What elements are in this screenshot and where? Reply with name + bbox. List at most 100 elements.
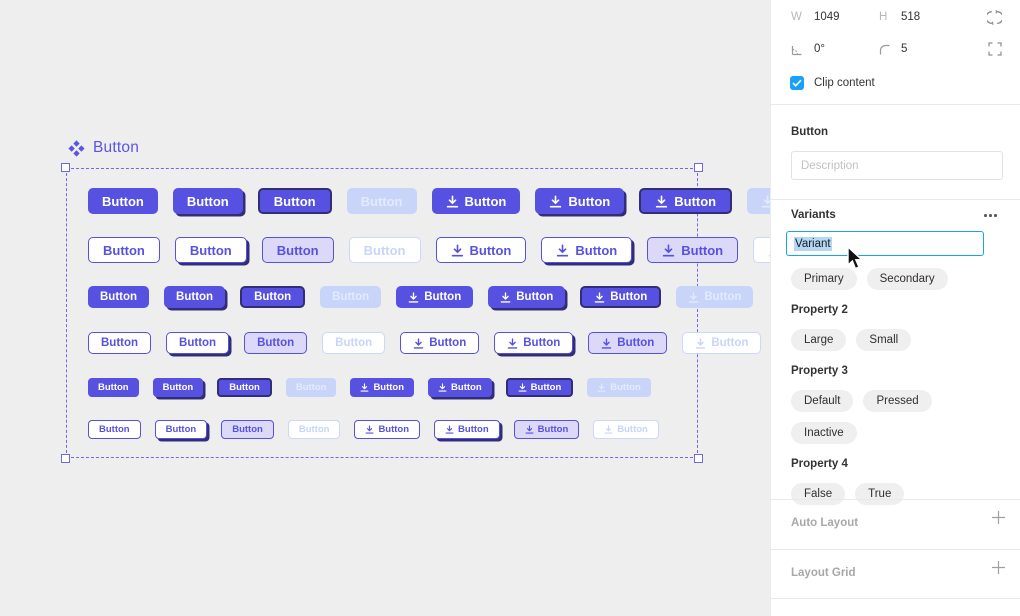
button-label: Button <box>229 382 260 393</box>
button-secondary-small-pressed2-with-icon[interactable]: Button <box>588 332 668 354</box>
constrain-proportions-icon[interactable] <box>985 9 1004 29</box>
button-primary-large-pressed[interactable]: Button <box>172 188 243 214</box>
button-secondary-small-default-with-icon[interactable]: Button <box>400 332 480 354</box>
independent-corners-icon[interactable] <box>988 42 1002 59</box>
variant-chip-default[interactable]: Default <box>791 390 854 412</box>
button-row-secondary-small: Button Button Button Button Button Button B… <box>88 332 762 354</box>
add-auto-layout-icon[interactable] <box>992 510 1005 527</box>
button-secondary-xsmall-pressed2-with-icon[interactable]: Button <box>513 420 580 439</box>
button-primary-small-pressed2-with-icon[interactable]: Button <box>580 286 662 308</box>
variant-chip-secondary[interactable]: Secondary <box>866 268 948 290</box>
component-set-title[interactable]: Button <box>68 139 139 157</box>
width-value[interactable]: 1049 <box>814 11 840 23</box>
button-secondary-xsmall-default[interactable]: Button <box>88 420 141 439</box>
download-icon <box>663 243 675 257</box>
rotation-icon <box>790 43 804 60</box>
button-secondary-small-pressed[interactable]: Button <box>166 332 230 354</box>
add-layout-grid-icon[interactable] <box>992 560 1005 577</box>
corner-radius-value[interactable]: 5 <box>901 43 908 55</box>
button-primary-xsmall-default-with-icon[interactable]: Button <box>350 378 415 397</box>
button-primary-xsmall-pressed[interactable]: Button <box>152 378 204 397</box>
clip-content-checkbox[interactable] <box>790 76 804 90</box>
button-primary-large-default-with-icon[interactable]: Button <box>431 188 521 214</box>
button-secondary-large-default-with-icon[interactable]: Button <box>435 237 527 263</box>
button-primary-large-pressed2[interactable]: Button <box>257 188 332 214</box>
button-primary-xsmall-default[interactable]: Button <box>88 378 139 397</box>
button-secondary-large-pressed[interactable]: Button <box>174 237 247 263</box>
button-label: Button <box>617 337 655 349</box>
button-primary-small-inactive-with-icon[interactable]: Button <box>676 286 754 308</box>
auto-layout-section[interactable]: Auto Layout <box>771 503 1020 534</box>
button-secondary-small-default[interactable]: Button <box>88 332 152 354</box>
button-primary-small-inactive[interactable]: Button <box>320 286 382 308</box>
button-secondary-large-pressed2-with-icon[interactable]: Button <box>647 237 739 263</box>
download-icon <box>689 291 699 303</box>
button-primary-xsmall-pressed2[interactable]: Button <box>217 378 272 397</box>
button-secondary-xsmall-inactive[interactable]: Button <box>287 420 341 439</box>
button-secondary-small-inactive[interactable]: Button <box>322 332 386 354</box>
button-secondary-xsmall-pressed[interactable]: Button <box>154 420 208 439</box>
button-primary-xsmall-pressed2-with-icon[interactable]: Button <box>505 378 574 397</box>
button-secondary-xsmall-inactive-with-icon[interactable]: Button <box>593 420 659 439</box>
button-label: Button <box>704 291 742 303</box>
chip-row-0: Primary Secondary <box>791 268 1006 290</box>
resize-handle-bottom-right[interactable] <box>694 454 703 463</box>
download-icon <box>557 243 569 257</box>
height-value[interactable]: 518 <box>901 11 921 23</box>
variants-section-title: Variants <box>791 209 836 221</box>
variant-chip-inactive[interactable]: Inactive <box>791 422 857 444</box>
button-primary-small-pressed2[interactable]: Button <box>240 286 306 308</box>
button-primary-large-pressed-with-icon[interactable]: Button <box>535 188 625 214</box>
button-row-primary-small: Button Button Button Button Button Button B… <box>88 286 754 308</box>
button-primary-large-inactive[interactable]: Button <box>346 188 417 214</box>
download-icon <box>438 383 447 392</box>
button-primary-large-default[interactable]: Button <box>88 188 158 214</box>
check-icon <box>792 79 802 87</box>
resize-handle-bottom-left[interactable] <box>61 454 70 463</box>
button-primary-small-default[interactable]: Button <box>88 286 150 308</box>
variant-chip-true[interactable]: True <box>855 483 905 505</box>
button-secondary-small-inactive-with-icon[interactable]: Button <box>682 332 762 354</box>
button-label: Button <box>469 242 512 258</box>
variant-chip-pressed[interactable]: Pressed <box>863 390 932 412</box>
button-secondary-xsmall-pressed-with-icon[interactable]: Button <box>434 420 500 439</box>
variant-chip-false[interactable]: False <box>791 483 846 505</box>
button-label: Button <box>295 382 327 393</box>
button-secondary-small-pressed-with-icon[interactable]: Button <box>494 332 574 354</box>
layout-grid-section[interactable]: Layout Grid <box>771 553 1020 584</box>
variant-chip-large[interactable]: Large <box>791 329 847 351</box>
resize-handle-top-right[interactable] <box>694 163 703 172</box>
button-label: Button <box>257 337 295 349</box>
button-label: Button <box>165 424 197 435</box>
button-secondary-large-pressed2[interactable]: Button <box>261 237 334 263</box>
button-primary-large-pressed2-with-icon[interactable]: Button <box>639 188 733 214</box>
button-label: Button <box>617 424 648 435</box>
rotation-value[interactable]: 0° <box>814 43 825 55</box>
button-secondary-xsmall-default-with-icon[interactable]: Button <box>354 420 421 439</box>
button-secondary-large-default[interactable]: Button <box>88 237 160 263</box>
download-icon <box>696 337 706 349</box>
button-primary-small-pressed-with-icon[interactable]: Button <box>488 286 566 308</box>
selection-bounding-box[interactable] <box>61 163 703 463</box>
chip-row-3: False True <box>791 483 1006 505</box>
button-secondary-small-pressed2[interactable]: Button <box>244 332 308 354</box>
button-secondary-large-pressed-with-icon[interactable]: Button <box>541 237 633 263</box>
button-primary-small-pressed[interactable]: Button <box>164 286 226 308</box>
button-primary-small-default-with-icon[interactable]: Button <box>396 286 474 308</box>
button-label: Button <box>458 424 489 435</box>
button-secondary-large-inactive[interactable]: Button <box>348 237 421 263</box>
variant-chip-small[interactable]: Small <box>856 329 912 351</box>
button-primary-xsmall-inactive-with-icon[interactable]: Button <box>587 378 651 397</box>
button-primary-xsmall-inactive[interactable]: Button <box>285 378 337 397</box>
button-secondary-xsmall-pressed2[interactable]: Button <box>221 420 274 439</box>
button-label: Button <box>451 382 482 393</box>
description-input[interactable] <box>791 151 1003 180</box>
variants-menu-button[interactable] <box>984 214 997 217</box>
resize-handle-top-left[interactable] <box>61 163 70 172</box>
button-primary-xsmall-pressed-with-icon[interactable]: Button <box>428 378 492 397</box>
layout-grid-label: Layout Grid <box>791 567 856 579</box>
variant-name-input[interactable]: Variant <box>786 231 984 256</box>
variant-chip-primary[interactable]: Primary <box>791 268 857 290</box>
